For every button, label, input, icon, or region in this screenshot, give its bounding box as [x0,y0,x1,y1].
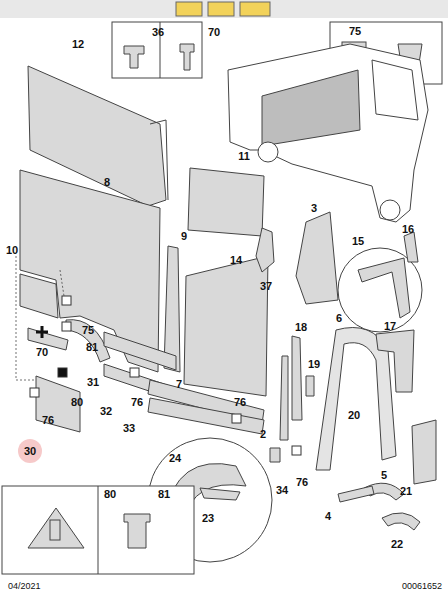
callout-number: 37 [260,281,272,292]
callout-number: 5 [381,470,387,481]
callout-number: 81 [86,342,98,353]
callout-number: 9 [181,231,187,242]
callout-number: 30 [24,445,36,457]
callout-number: 20 [348,410,360,421]
callout-number: 33 [123,423,135,434]
callout-number: 75 [349,26,361,37]
callout-number: 76 [234,397,246,408]
callout-number: 76 [296,477,308,488]
callout-number: 75 [82,325,94,336]
callout-number: 76 [131,397,143,408]
callout-number: 70 [208,27,220,38]
callout-number: 31 [87,377,99,388]
callout-number: 21 [400,486,412,497]
callout-number: 8 [104,177,110,188]
callout-number: 4 [325,511,331,522]
callout-number: 11 [238,151,250,162]
callout-number: 14 [230,255,242,266]
callout-number: 36 [152,27,164,38]
footer-code: 04/2021 [8,582,41,591]
highlight-circle: 30 [18,439,42,463]
callout-number: 81 [158,489,170,500]
callout-number: 32 [100,406,112,417]
callout-number: 70 [36,347,48,358]
callout-number: 17 [384,321,396,332]
callout-number: 19 [308,359,320,370]
callout-number: 18 [295,322,307,333]
callout-number: 34 [276,485,288,496]
callout-number: 23 [202,513,214,524]
callout-number: 12 [72,39,84,50]
callout-number: 7 [176,379,182,390]
callout-number: 6 [336,313,342,324]
callout-number: 15 [352,236,364,247]
callout-number: 80 [71,397,83,408]
footer-code: 00061652 [402,582,442,591]
callout-number: 80 [104,489,116,500]
callout-number: 24 [169,453,181,464]
callout-number: 16 [402,224,414,235]
callout-number: 3 [311,203,317,214]
callout-number: 2 [260,429,266,440]
callout-number: 10 [6,245,18,256]
callout-number: 76 [42,415,54,426]
callout-number: 22 [391,539,403,550]
